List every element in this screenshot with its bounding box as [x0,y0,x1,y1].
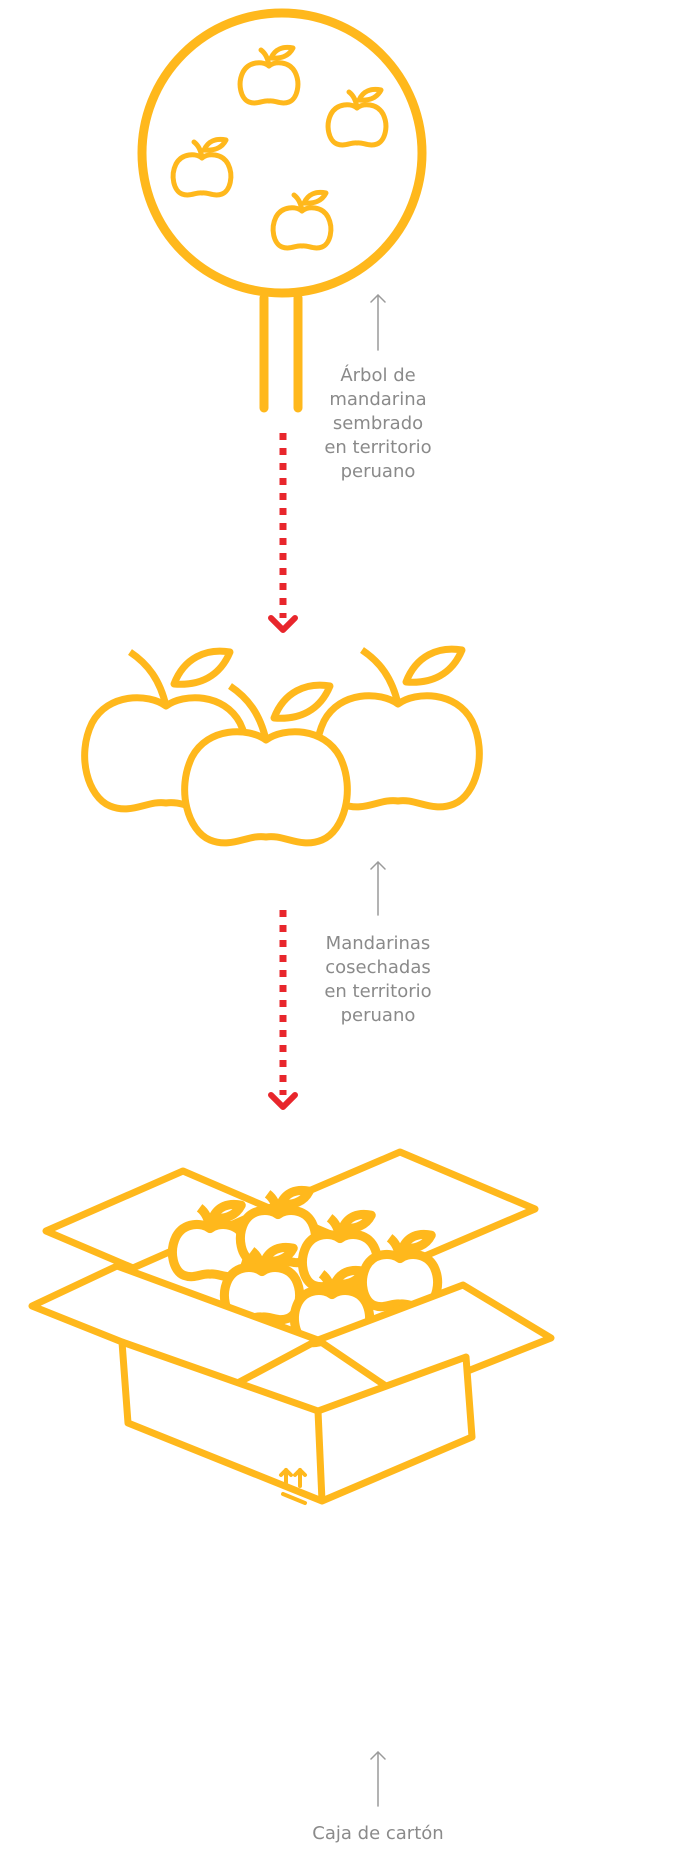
box-caption: Caja de cartón [303,1822,453,1846]
harvest-caption-pointer [371,862,385,915]
tree-caption-pointer [371,295,385,350]
tree-icon [142,13,422,408]
flow-arrow-down-1 [271,433,295,630]
tree-caption: Árbol de mandarina sembrado en territori… [308,364,448,484]
cardboard-box-icon [32,1152,551,1501]
box-caption-pointer [371,1752,385,1806]
mandarin-fruits-icon [85,649,480,843]
harvest-caption: Mandarinas cosechadas en territorio peru… [308,932,448,1028]
flow-arrow-down-2 [271,910,295,1107]
